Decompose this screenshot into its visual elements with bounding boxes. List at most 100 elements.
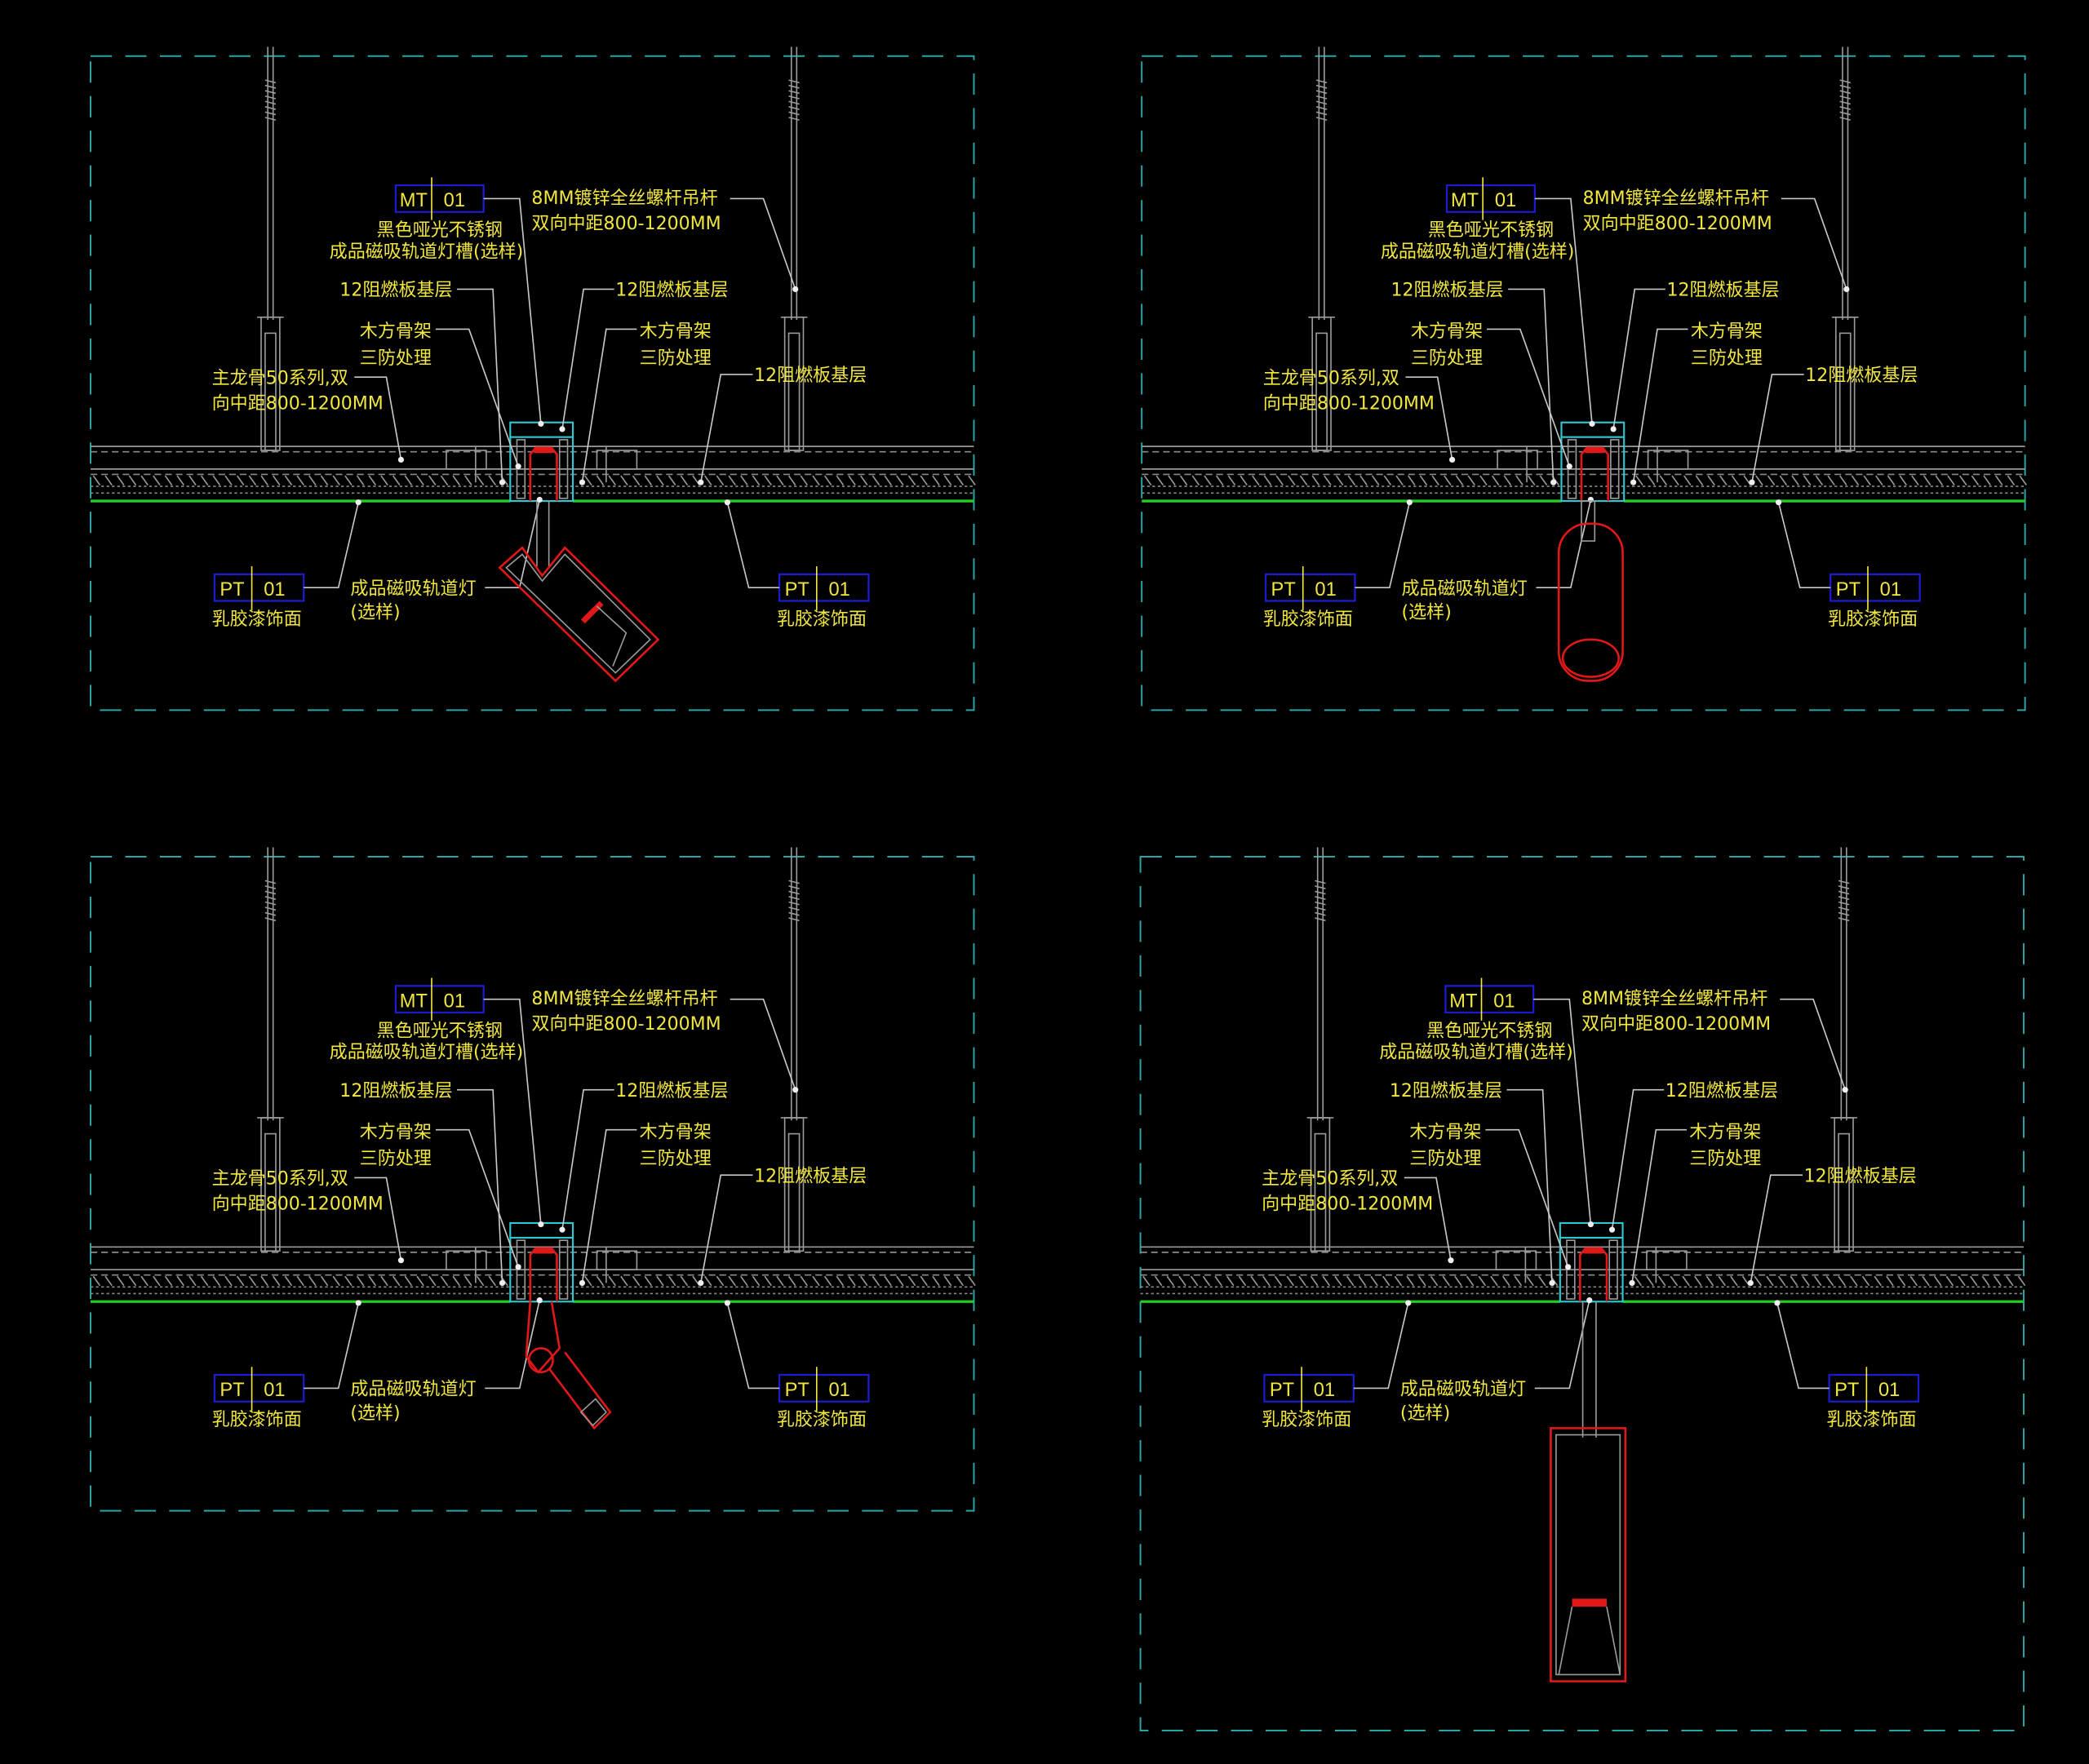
label-pt-code: PT xyxy=(1271,579,1296,601)
leader-dot xyxy=(579,1279,586,1287)
hanger-rod xyxy=(1830,847,1857,1252)
label-lamp-1: 成品磁吸轨道灯 xyxy=(350,578,476,599)
leader-dot xyxy=(515,463,521,470)
label-rod-2: 双向中距800-1200MM xyxy=(1583,214,1772,234)
label-pt-code: PT xyxy=(1270,1380,1294,1401)
label-wood-left-1: 木方骨架 xyxy=(1409,1122,1481,1142)
panel-frame xyxy=(1141,55,2026,711)
label-wood-left-1: 木方骨架 xyxy=(360,321,432,342)
label-main-keel-1: 主龙骨50系列,双 xyxy=(212,368,348,388)
leader-dot xyxy=(536,496,543,503)
label-pt-desc: 乳胶漆饰面 xyxy=(1828,609,1918,630)
label-pt-num: 01 xyxy=(264,579,285,601)
label-main-keel-1: 主龙骨50系列,双 xyxy=(212,1169,348,1190)
label-wood-left-2: 三防处理 xyxy=(360,1149,432,1169)
paint-tag-left: PT 01 xyxy=(1264,566,1356,610)
label-rod-1: 8MM镀锌全丝螺杆吊杆 xyxy=(1581,989,1767,1009)
label-pt-num: 01 xyxy=(1314,1380,1335,1401)
label-pt-code: PT xyxy=(1834,1380,1859,1401)
leader-dot xyxy=(1405,1300,1412,1306)
label-wood-left-2: 三防处理 xyxy=(360,348,432,369)
label-mt-num: 01 xyxy=(444,190,465,211)
label-mt-code: MT xyxy=(400,190,428,211)
leader-dot xyxy=(1449,456,1456,463)
small-angled-spot xyxy=(525,1301,612,1430)
label-wood-left-2: 三防处理 xyxy=(1409,1149,1481,1169)
leader-dot xyxy=(1842,1087,1848,1093)
label-rod-2: 双向中距800-1200MM xyxy=(1581,1014,1771,1035)
label-wood-left-1: 木方骨架 xyxy=(360,1122,432,1142)
leader-dot xyxy=(355,499,361,506)
leader-dot xyxy=(698,479,704,485)
label-mt-desc-2: 成品磁吸轨道灯槽(选样) xyxy=(1381,242,1575,262)
leader-dot xyxy=(536,1297,543,1304)
leader-dot xyxy=(1586,1297,1593,1304)
ceiling-section xyxy=(1142,421,2027,503)
ceiling-section xyxy=(91,1221,976,1303)
leader-dot xyxy=(499,479,506,485)
panel-frame xyxy=(1139,856,2025,1731)
label-main-keel-2: 向中距800-1200MM xyxy=(1263,393,1435,414)
label-mt-desc-1: 黑色哑光不锈钢 xyxy=(377,1021,503,1041)
hanger-rod xyxy=(1831,47,1859,451)
label-pt-num: 01 xyxy=(1315,579,1336,601)
label-rod-1: 8MM镀锌全丝螺杆吊杆 xyxy=(1583,188,1769,209)
label-main-keel-2: 向中距800-1200MM xyxy=(1262,1194,1433,1215)
label-wood-right-2: 三防处理 xyxy=(640,1149,712,1169)
leader-dot xyxy=(1747,1279,1754,1287)
panel-frame xyxy=(90,55,975,711)
label-mt-desc-1: 黑色哑光不锈钢 xyxy=(1426,1021,1552,1041)
leader-dot xyxy=(1749,479,1755,485)
leader-dot xyxy=(1565,1264,1572,1270)
label-board-left: 12阻燃板基层 xyxy=(1390,281,1503,301)
leader-dot xyxy=(515,1264,521,1270)
label-lamp-1: 成品磁吸轨道灯 xyxy=(350,1380,476,1400)
leader-dot xyxy=(1566,463,1572,470)
label-board-right: 12阻燃板基层 xyxy=(1666,281,1779,301)
label-rod-2: 双向中距800-1200MM xyxy=(531,214,721,234)
label-pt-code: PT xyxy=(220,579,244,601)
leader-dot xyxy=(698,1279,704,1287)
label-mt-desc-1: 黑色哑光不锈钢 xyxy=(377,220,503,241)
leader-dot xyxy=(1630,479,1637,485)
paint-tag-left: PT 01 xyxy=(213,566,305,610)
label-lamp-2: (选样) xyxy=(1400,1403,1450,1424)
label-wood-right-1: 木方骨架 xyxy=(640,1122,712,1142)
leader-dot xyxy=(724,499,731,506)
leader-dot xyxy=(397,456,405,463)
cylinder-pendant xyxy=(1557,500,1624,682)
label-mt-code: MT xyxy=(1449,991,1477,1012)
label-pt-num: 01 xyxy=(1878,1380,1900,1401)
label-board-far-right: 12阻燃板基层 xyxy=(1804,1166,1917,1186)
label-pt-num: 01 xyxy=(264,1380,285,1401)
leader-dot xyxy=(579,479,586,485)
leader-dot xyxy=(1406,499,1413,506)
label-pt-desc: 乳胶漆饰面 xyxy=(212,1410,302,1430)
label-mt-code: MT xyxy=(400,991,428,1012)
leader-dot xyxy=(1448,1257,1454,1264)
label-pt-num: 01 xyxy=(1880,579,1901,601)
leader-dot xyxy=(1587,496,1594,503)
label-pt-code: PT xyxy=(220,1380,244,1401)
label-wood-right-1: 木方骨架 xyxy=(1691,321,1763,342)
label-board-far-right: 12阻燃板基层 xyxy=(754,1166,867,1186)
label-wood-right-1: 木方骨架 xyxy=(640,321,712,342)
label-mt-desc-2: 成品磁吸轨道灯槽(选样) xyxy=(330,1043,524,1063)
label-rod-1: 8MM镀锌全丝螺杆吊杆 xyxy=(531,989,717,1009)
leader-dot xyxy=(538,420,544,427)
label-board-left: 12阻燃板基层 xyxy=(339,281,452,301)
panel-frame xyxy=(90,856,975,1512)
material-tag-mt01: MT 01 xyxy=(1444,977,1535,1021)
label-wood-right-2: 三防处理 xyxy=(1691,348,1763,369)
label-board-left: 12阻燃板基层 xyxy=(339,1081,452,1101)
label-mt-num: 01 xyxy=(1495,190,1516,211)
label-mt-num: 01 xyxy=(1493,991,1515,1012)
label-wood-left-2: 三防处理 xyxy=(1411,348,1483,369)
leader-dot xyxy=(792,1087,799,1093)
